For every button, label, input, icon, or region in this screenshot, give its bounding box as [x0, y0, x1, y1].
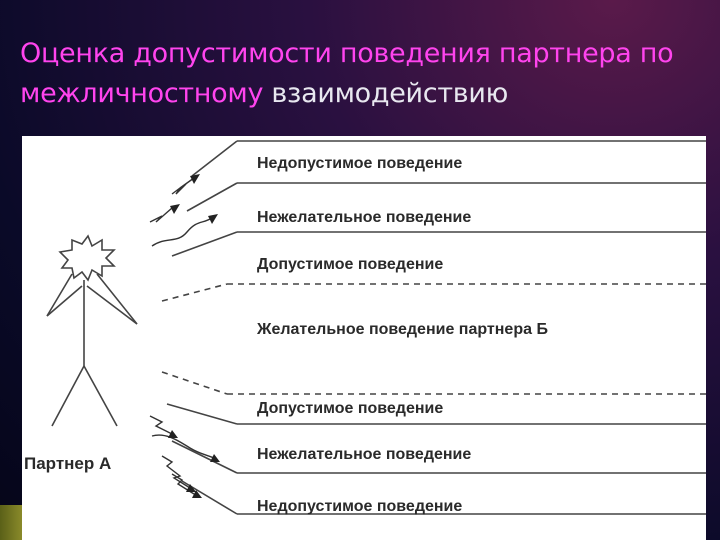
title-highlight: Оценка допустимости поведения партнера п… [20, 38, 674, 109]
slide-title: Оценка допустимости поведения партнера п… [20, 34, 710, 114]
arrows-top [149, 177, 213, 247]
level-top-1: Недопустимое поведение [257, 155, 463, 172]
level-bottom-2: Нежелательное поведение [257, 446, 472, 463]
arrows-bottom [149, 415, 215, 495]
arrowheads-bottom [168, 430, 220, 498]
figure-head-burst [58, 234, 116, 282]
diagram-graphics [46, 140, 706, 515]
title-rest: взаимодействию [271, 78, 509, 109]
arrowheads-top [170, 174, 218, 224]
person-label: Партнер А [24, 454, 112, 473]
stick-figure [46, 234, 138, 427]
level-bottom-1: Допустимое поведение [257, 400, 444, 417]
level-bottom-3: Недопустимое поведение [257, 498, 463, 515]
level-top-3: Допустимое поведение [257, 256, 444, 273]
behavior-diagram: Недопустимое поведение Нежелательное пов… [22, 136, 706, 540]
decorative-corner [0, 505, 22, 540]
level-top-2: Нежелательное поведение [257, 209, 472, 226]
center-level: Желательное поведение партнера Б [257, 321, 548, 338]
line-top-1 [191, 140, 238, 177]
